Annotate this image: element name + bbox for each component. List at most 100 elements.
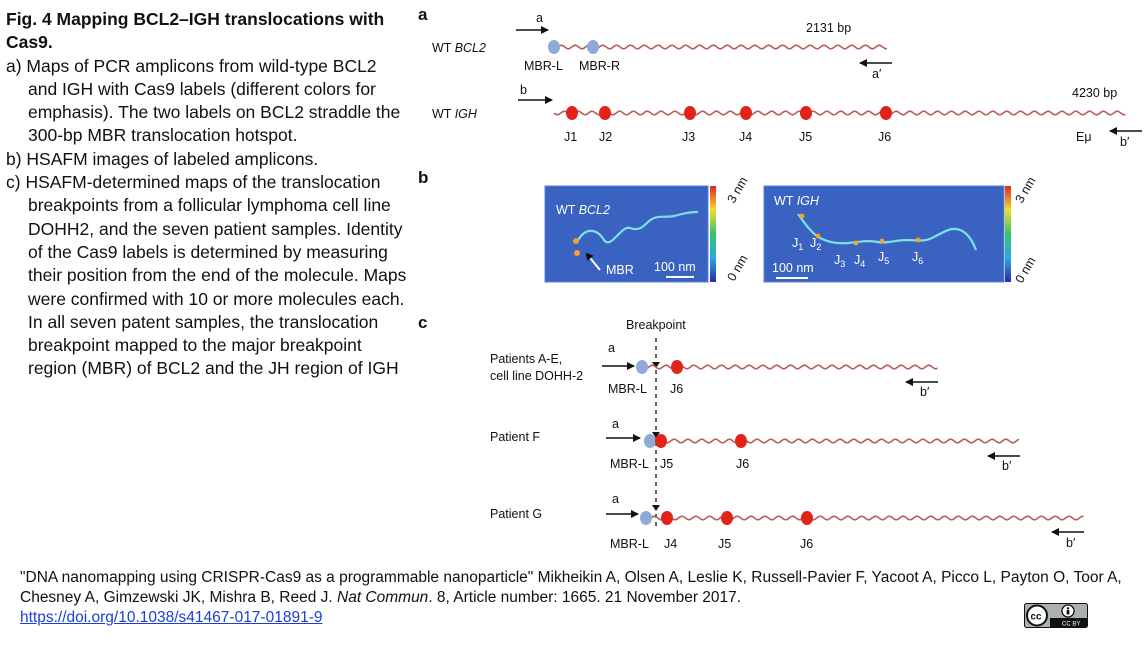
afm-image-bcl2: WT BCL2 MBR 100 nm: [544, 185, 709, 283]
igh-label-j5: J5: [799, 130, 812, 144]
citation-details: . 8, Article number: 1665. 21 November 2…: [428, 589, 742, 606]
afm-igh-j2-label: J2: [810, 236, 821, 252]
license-badge-text: CC BY: [1062, 622, 1080, 628]
panel-b-label: b: [418, 168, 428, 187]
row3-label-j6: J6: [800, 537, 813, 551]
cas9-label-j6: [880, 106, 892, 120]
citation-journal: Nat Commun: [337, 589, 429, 606]
igh-length: 4230 bp: [1072, 86, 1117, 100]
igh-label-j2: J2: [599, 130, 612, 144]
afm-bcl2-mbr-label: MBR: [606, 263, 634, 277]
igh-label-j3: J3: [682, 130, 695, 144]
figure-panels: a WT BCL2 a 2131 bp MBR-L MBR-R a′ WT IG…: [416, 0, 1144, 560]
row1-cas9-mbr-l: [636, 360, 648, 374]
cc-icon: [1026, 604, 1048, 627]
row2-primer-b-prime-label: b′: [1002, 459, 1012, 473]
row3-cas9-j6: [801, 511, 813, 525]
cas9-label-mbr-l: [548, 40, 560, 54]
caption-item-a: a) Maps of PCR amplicons from wild-type …: [6, 55, 401, 146]
row2-label-mbr-l: MBR-L: [610, 457, 649, 471]
afm-igh-j6-label: J6: [912, 250, 923, 266]
row1-name-line1: Patients A-E,: [490, 352, 562, 366]
row2-cas9-j5: [655, 434, 667, 448]
afm-bcl2-colorbar-top: 3 nm: [724, 174, 750, 205]
afm-igh-cas9-spot-4: [879, 238, 885, 244]
row2-label-j6: J6: [736, 457, 749, 471]
afm-bcl2-molecule: [576, 210, 699, 244]
cas9-label-j2: [599, 106, 611, 120]
breakpoint-arrowhead-3: [652, 505, 660, 511]
bcl2-label-mbr-l: MBR-L: [524, 59, 563, 73]
row3-primer-b-prime-label: b′: [1066, 536, 1076, 550]
breakpoint-arrowhead-2: [652, 432, 660, 438]
afm-image-bcl2-background: [545, 186, 708, 282]
cc-icon-mark: cc: [1031, 612, 1043, 623]
row3-cas9-mbr-l: [640, 511, 652, 525]
afm-image-igh-frame: [763, 185, 1005, 283]
afm-igh-j1-label: J1: [792, 236, 803, 252]
afm-igh-colorbar-bottom: 0 nm: [1012, 254, 1038, 285]
bcl2-primer-a-label: a: [536, 11, 543, 25]
bcl2-label-mbr-r: MBR-R: [579, 59, 620, 73]
row1-label-j6: J6: [670, 382, 683, 396]
afm-bcl2-mbr-arrow: [585, 252, 601, 271]
row1-primer-a-label: a: [608, 341, 615, 355]
afm-igh-molecule: [797, 213, 978, 251]
igh-label-j4: J4: [739, 130, 752, 144]
row2-primer-a-label: a: [612, 417, 619, 431]
figure-caption: Fig. 4 Mapping BCL2–IGH translocations w…: [6, 8, 410, 381]
afm-igh-scale-label: 100 nm: [772, 261, 814, 275]
afm-igh-colorbar-top: 3 nm: [1012, 174, 1038, 205]
afm-igh-j5-label: J5: [878, 250, 889, 266]
panel-c-label: c: [418, 313, 427, 332]
igh-primer-b-prime-label: b′: [1120, 135, 1130, 149]
row1-primer-b-prime-label: b′: [920, 385, 930, 399]
row1-label-mbr-l: MBR-L: [608, 382, 647, 396]
afm-igh-cas9-spot-3: [853, 240, 859, 246]
igh-dna-strand: [553, 110, 1126, 116]
cas9-label-j5: [800, 106, 812, 120]
row3-primer-a-label: a: [612, 492, 619, 506]
afm-image-igh: WT IGH J1 J2 J3 J4 J5 J6 100 nm: [763, 185, 1005, 283]
afm-bcl2-title: WT BCL2: [556, 203, 610, 217]
cas9-label-mbr-r: [587, 40, 599, 54]
igh-label-j6: J6: [878, 130, 891, 144]
igh-label-enhancer: Eμ: [1076, 130, 1092, 144]
afm-igh-j4-label: J4: [854, 253, 865, 269]
row2-label-j5: J5: [660, 457, 673, 471]
row3-name: Patient G: [490, 507, 542, 521]
row3-cas9-j5: [721, 511, 733, 525]
afm-igh-j3-label: J3: [834, 253, 845, 269]
igh-label-j1: J1: [564, 130, 577, 144]
doi-link[interactable]: https://doi.org/10.1038/s41467-017-01891…: [20, 609, 323, 626]
afm-image-bcl2-frame: [544, 185, 709, 283]
caption-title: Fig. 4 Mapping BCL2–IGH translocations w…: [6, 9, 385, 53]
row1-name-line2: cell line DOHH-2: [490, 369, 583, 383]
row3-label-j4: J4: [664, 537, 677, 551]
bcl2-length: 2131 bp: [806, 21, 851, 35]
cas9-label-j1: [566, 106, 578, 120]
afm-image-igh-background: [764, 186, 1004, 282]
afm-bcl2-cas9-spot-2: [574, 250, 580, 256]
afm-igh-cas9-spot-1: [799, 213, 805, 219]
row3-label-j5: J5: [718, 537, 731, 551]
igh-primer-b-label: b: [520, 83, 527, 97]
row1-cas9-j6: [671, 360, 683, 374]
afm-igh-cas9-spot-5: [915, 237, 921, 243]
row3-cas9-j4: [661, 511, 673, 525]
caption-item-b: b) HSAFM images of labeled amplicons.: [6, 148, 319, 169]
row2-cas9-j6: [735, 434, 747, 448]
bcl2-name: WT BCL2: [432, 41, 486, 55]
breakpoint-label: Breakpoint: [626, 318, 686, 332]
cas9-label-j4: [740, 106, 752, 120]
row2-cas9-mbr-l: [644, 434, 656, 448]
afm-igh-title: WT IGH: [774, 194, 820, 208]
afm-bcl2-scale-label: 100 nm: [654, 260, 696, 274]
caption-item-c: c) HSAFM-determined maps of the transloc…: [6, 172, 407, 379]
figure-svg: a WT BCL2 a 2131 bp MBR-L MBR-R a′ WT IG…: [418, 5, 1142, 551]
citation: "DNA nanomapping using CRISPR-Cas9 as a …: [20, 568, 1130, 628]
citation-text: "DNA nanomapping using CRISPR-Cas9 as a …: [20, 569, 1122, 606]
cas9-label-j3: [684, 106, 696, 120]
afm-bcl2-colorbar: [710, 186, 716, 282]
afm-bcl2-colorbar-bottom: 0 nm: [724, 252, 750, 283]
